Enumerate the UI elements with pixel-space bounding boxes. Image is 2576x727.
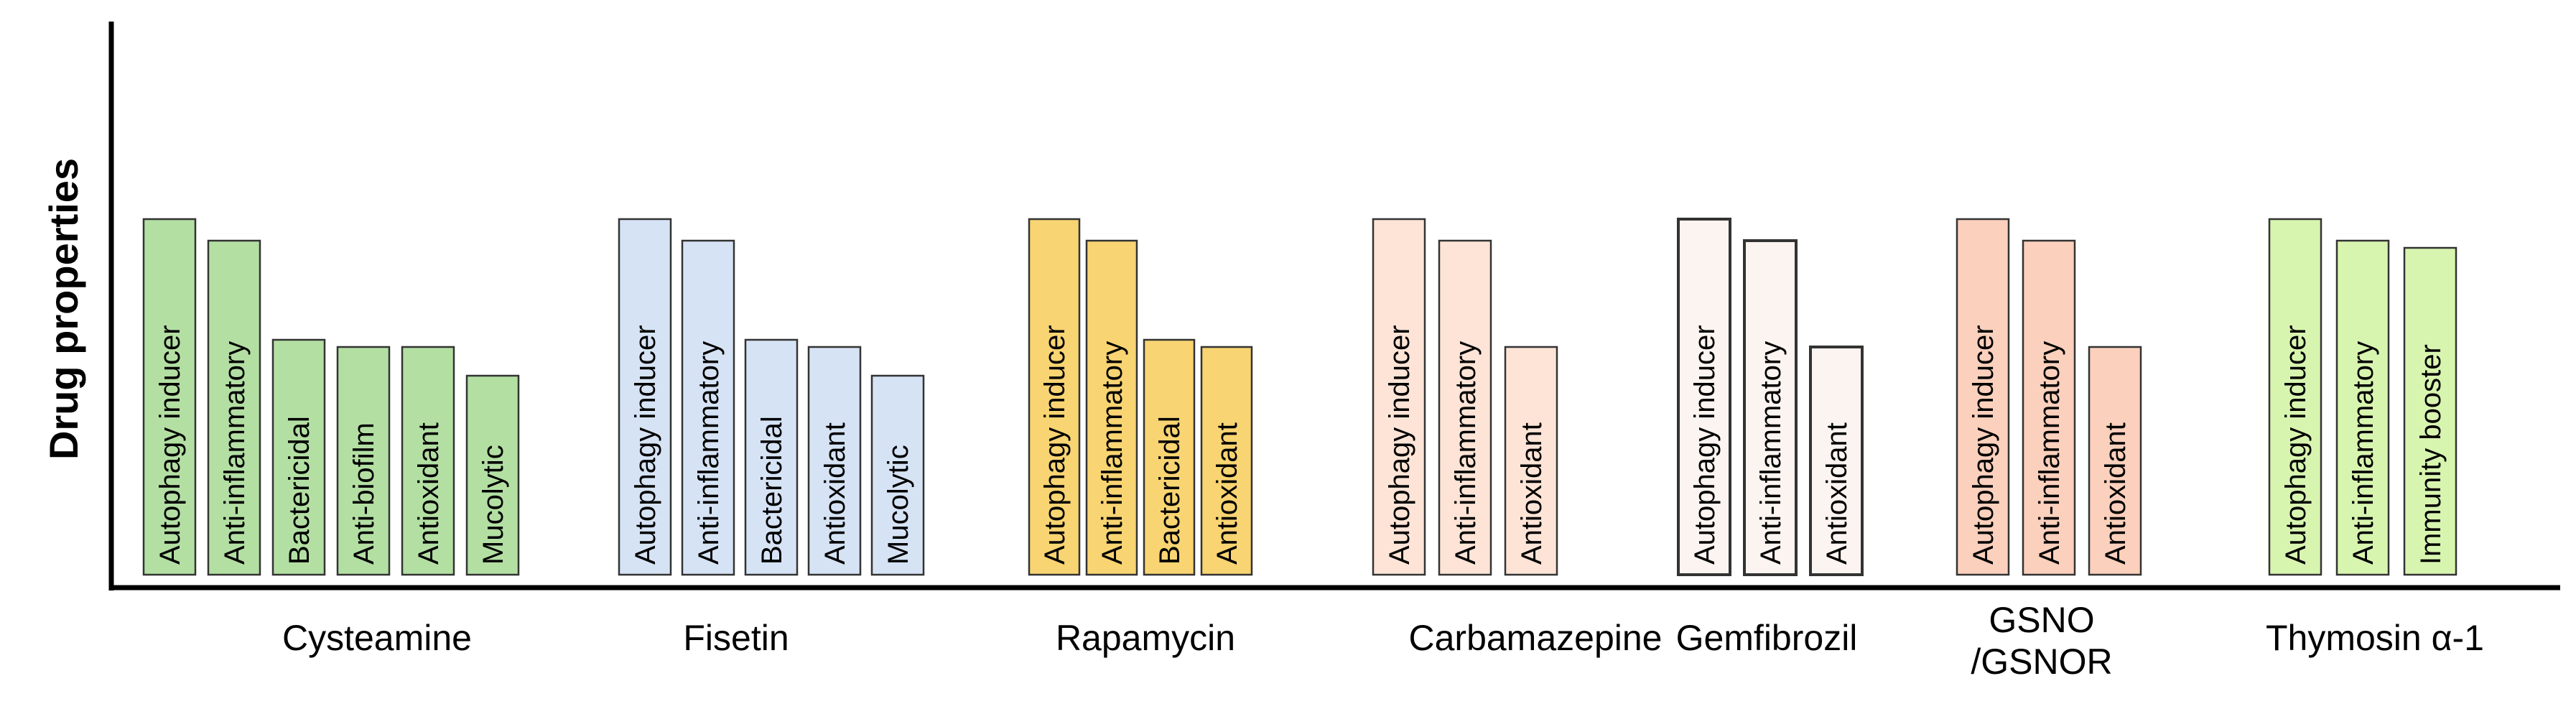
property-label: Bactericidal [284, 416, 315, 565]
property-bar-anti-inflammatory [1743, 239, 1798, 576]
property-label: Antioxidant [2100, 422, 2131, 565]
property-label: Bactericidal [1154, 416, 1186, 565]
property-label: Autophagy inducer [2280, 325, 2312, 565]
drug-name-label: Rapamycin [1056, 618, 1235, 658]
property-bar-immunity-booster [2403, 246, 2458, 576]
y-axis-label: Drug properties [41, 158, 86, 460]
property-label: Autophagy inducer [1689, 325, 1721, 565]
property-bar-anti-inflammatory [207, 239, 261, 576]
property-label: Autophagy inducer [1384, 325, 1415, 565]
property-label: Autophagy inducer [630, 325, 661, 565]
property-bar-antioxidant [401, 346, 455, 576]
property-bar-anti-inflammatory [1085, 239, 1138, 576]
property-bar-antioxidant [1504, 346, 1558, 576]
drug-group-gemfibrozil: Autophagy inducer Anti-inflammatory Antiox… [1676, 218, 1864, 658]
property-label: Anti-inflammatory [1755, 341, 1787, 565]
property-bar-autophagy-inducer [1028, 218, 1081, 576]
property-bar-bactericidal [744, 338, 799, 576]
property-bar-autophagy-inducer [1372, 218, 1426, 576]
property-bar-autophagy-inducer [142, 218, 197, 576]
property-label: Anti-inflammatory [2034, 341, 2065, 565]
property-label: Anti-biofilm [348, 422, 380, 565]
property-label: Anti-inflammatory [2348, 341, 2379, 565]
property-label: Mucolytic [478, 445, 509, 565]
property-label: Antioxidant [1212, 422, 1243, 565]
property-label: Antioxidant [819, 422, 851, 565]
property-bar-autophagy-inducer [618, 218, 672, 576]
drug-name-label: Cysteamine [282, 618, 472, 658]
property-label: Anti-inflammatory [219, 341, 251, 565]
drug-group-fisetin: Autophagy inducer Anti-inflammatory Bacter… [618, 218, 925, 658]
property-label: Autophagy inducer [1039, 325, 1071, 565]
property-bar-mucolytic [465, 374, 520, 576]
property-label: Antioxidant [413, 422, 445, 565]
property-bar-autophagy-inducer [1956, 218, 2010, 576]
property-bar-anti-inflammatory [1438, 239, 1492, 576]
property-bar-antioxidant [1809, 346, 1864, 576]
property-label: Mucolytic [883, 445, 914, 565]
drug-group-gsno-gsnor: Autophagy inducer Anti-inflammatory Antiox… [1956, 218, 2142, 682]
drug-name-label: Gemfibrozil [1676, 618, 1858, 658]
property-bar-antioxidant [1200, 346, 1253, 576]
property-label: Autophagy inducer [154, 325, 186, 565]
property-bar-autophagy-inducer [2268, 218, 2322, 576]
property-label: Immunity booster [2415, 344, 2447, 565]
property-label: Bactericidal [756, 416, 788, 565]
property-bar-autophagy-inducer [1677, 218, 1731, 576]
property-label: Anti-inflammatory [693, 341, 725, 565]
drug-group-thymosin-1: Autophagy inducer Anti-inflammatory Immuni… [2266, 218, 2484, 658]
property-bar-mucolytic [870, 374, 925, 576]
drug-group-carbamazepine: Autophagy inducer Anti-inflammatory Antiox… [1372, 218, 1663, 658]
property-label: Autophagy inducer [1968, 325, 1999, 565]
property-label: Antioxidant [1821, 422, 1853, 565]
drug-name-label: /GSNOR [1971, 642, 2112, 682]
property-bar-bactericidal [1143, 338, 1196, 576]
property-bar-anti-inflammatory [2022, 239, 2076, 576]
property-bar-antioxidant [2088, 346, 2142, 576]
property-bar-bactericidal [271, 338, 326, 576]
property-bar-anti-biofilm [336, 346, 391, 576]
drug-group-cysteamine: Autophagy inducer Anti-inflammatory Bacter… [142, 218, 520, 658]
drug-name-label: Fisetin [683, 618, 789, 658]
property-label: Antioxidant [1516, 422, 1548, 565]
drug-name-label: Carbamazepine [1409, 618, 1663, 658]
property-bar-antioxidant [807, 346, 862, 576]
property-bar-anti-inflammatory [681, 239, 735, 576]
drug-name-label: GSNO [1989, 600, 2094, 640]
property-label: Anti-inflammatory [1097, 341, 1128, 565]
drug-groups: Autophagy inducer Anti-inflammatory Bacter… [142, 218, 2484, 682]
property-label: Anti-inflammatory [1450, 341, 1482, 565]
drug-name-label: Thymosin α-1 [2266, 618, 2484, 658]
property-bar-anti-inflammatory [2335, 239, 2390, 576]
drug-group-rapamycin: Autophagy inducer Anti-inflammatory Bacter… [1028, 218, 1253, 658]
